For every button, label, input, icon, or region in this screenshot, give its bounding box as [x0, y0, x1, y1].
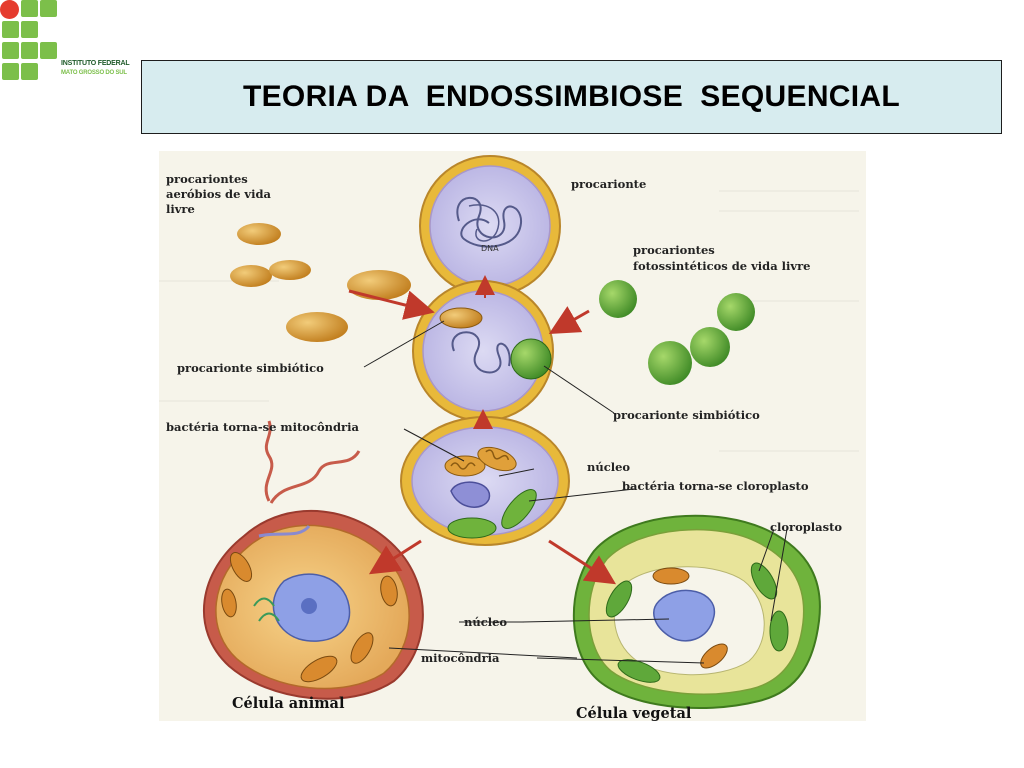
label-nucleus-bottom: núcleo: [464, 615, 507, 629]
logo-square: [40, 0, 57, 17]
label-symbiotic-left: procarionte simbiótico: [177, 361, 324, 375]
logo-square: [21, 42, 38, 59]
label-prokaryote: procarionte: [571, 177, 646, 191]
diagram-svg: DNA: [159, 155, 859, 721]
label-mitochondria: mitocôndria: [421, 651, 500, 665]
label-nucleus-top: núcleo: [587, 460, 630, 474]
aerobic-bacteria-group: [230, 223, 411, 342]
logo-square: [2, 42, 19, 59]
label-photosynthetic-line1: procariontes: [633, 243, 715, 257]
institution-logo: INSTITUTO FEDERAL MATO GROSSO DO SUL: [0, 0, 145, 82]
host-cell-organelles: [400, 416, 570, 546]
logo-square: [40, 42, 57, 59]
label-aerobic-line1: procariontes: [166, 172, 248, 186]
label-chloroplast: cloroplasto: [770, 520, 842, 534]
label-animal-cell: Célula animal: [232, 695, 345, 712]
label-symbiotic-right: procarionte simbiótico: [613, 408, 760, 422]
prokaryote-cell-top: [419, 155, 561, 297]
photosynthetic-bacteria-group: [599, 280, 755, 385]
process-arrows: [348, 275, 617, 585]
animal-cell: [202, 420, 424, 700]
label-aerobic-line2: aeróbios de vida: [166, 187, 272, 201]
label-chloroplast-becomes: bactéria torna-se cloroplasto: [622, 479, 809, 493]
logo-square: [21, 21, 38, 38]
plant-cell: [572, 514, 821, 709]
label-aerobic-line3: livre: [166, 202, 195, 216]
label-plant-cell: Célula vegetal: [576, 705, 692, 721]
dna-label: DNA: [481, 244, 499, 253]
logo-square: [21, 63, 38, 80]
logo-institution-name: INSTITUTO FEDERAL: [61, 60, 130, 67]
label-mitochondria-becomes: bactéria torna-se mitocôndria: [166, 420, 359, 434]
logo-square: [2, 63, 19, 80]
slide-title: TEORIA DA ENDOSSIMBIOSE SEQUENCIAL: [243, 80, 900, 113]
logo-square: [2, 21, 19, 38]
logo-square: [21, 0, 38, 17]
label-photosynthetic-line2: fotossintéticos de vida livre: [633, 259, 810, 273]
endosymbiosis-diagram: DNA: [159, 151, 866, 721]
label-leader-lines: [363, 320, 788, 664]
logo-institution-subtitle: MATO GROSSO DO SUL: [61, 70, 127, 76]
slide-title-box: TEORIA DA ENDOSSIMBIOSE SEQUENCIAL: [141, 60, 1002, 134]
logo-red-dot: [0, 0, 19, 19]
host-cell-middle: [412, 280, 554, 422]
